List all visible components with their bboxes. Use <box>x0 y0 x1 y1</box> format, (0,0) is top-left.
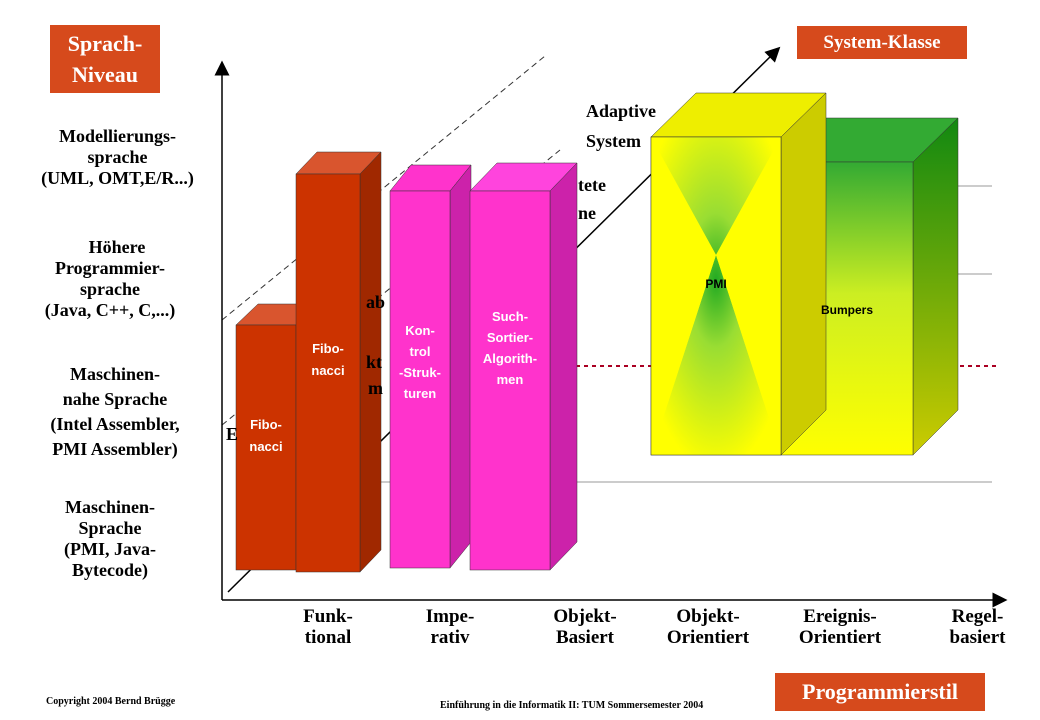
system-class-partial-tete: tete <box>578 175 606 195</box>
style-object-oriented: Objekt-Orientiert <box>666 606 750 648</box>
system-class-adaptive: Adaptive System <box>586 101 657 151</box>
style-imperative: Impe-rativ <box>425 606 475 648</box>
level-modeling-language: Modellierungs- sprache (UML, OMT,E/R...) <box>41 126 194 188</box>
system-class-partial-kt: kt <box>366 352 383 372</box>
bar-pmi-label: PMI <box>705 277 727 291</box>
style-functional: Funk-tional <box>303 606 353 648</box>
style-rule-based: Regel-basiert <box>949 606 1006 648</box>
programming-style-box: Programmierstil <box>775 673 985 711</box>
style-object-based: Objekt-Basiert <box>553 606 617 648</box>
bar-such <box>469 162 578 571</box>
level-machine-near-language: Maschinen- nahe Sprache (Intel Assembler… <box>50 364 180 459</box>
level-high-level-language: Höhere Programmier- sprache (Java, C++,… <box>44 237 176 320</box>
system-class-partial-ab: ab <box>366 292 386 312</box>
bar-fibo-short-label: Fibo-nacci <box>249 417 283 454</box>
language-level-box: Sprach- Niveau <box>50 25 160 93</box>
language-level-line1: Sprach- <box>67 31 143 56</box>
system-class-partial-ne: ne <box>578 203 596 223</box>
bar-kontrol <box>389 164 472 569</box>
style-event-oriented: Ereignis-Orientiert <box>798 606 882 648</box>
footer-course: Einführung in die Informatik II: TUM Som… <box>440 700 704 711</box>
system-class-partial-e: E <box>226 424 239 444</box>
bar-bumpers-label: Bumpers <box>820 303 873 317</box>
bar-fibo-tall <box>295 151 382 573</box>
system-class-box: System-Klasse <box>797 26 967 59</box>
bar-fibo-tall-label: Fibo-nacci <box>311 341 345 378</box>
system-class-partial-m: m <box>368 378 383 398</box>
bar-such-label: Such-Sortier- Algorith-men <box>482 309 538 387</box>
language-level-line2: Niveau <box>72 62 138 87</box>
level-machine-language: Maschinen- Sprache (PMI, Java- Bytecode) <box>64 497 156 580</box>
bar-kontrol-label: Kon-trol -Struk-turen <box>399 323 441 401</box>
footer-copyright: Copyright 2004 Bernd Brügge <box>46 696 176 707</box>
bar-pmi <box>650 92 827 456</box>
